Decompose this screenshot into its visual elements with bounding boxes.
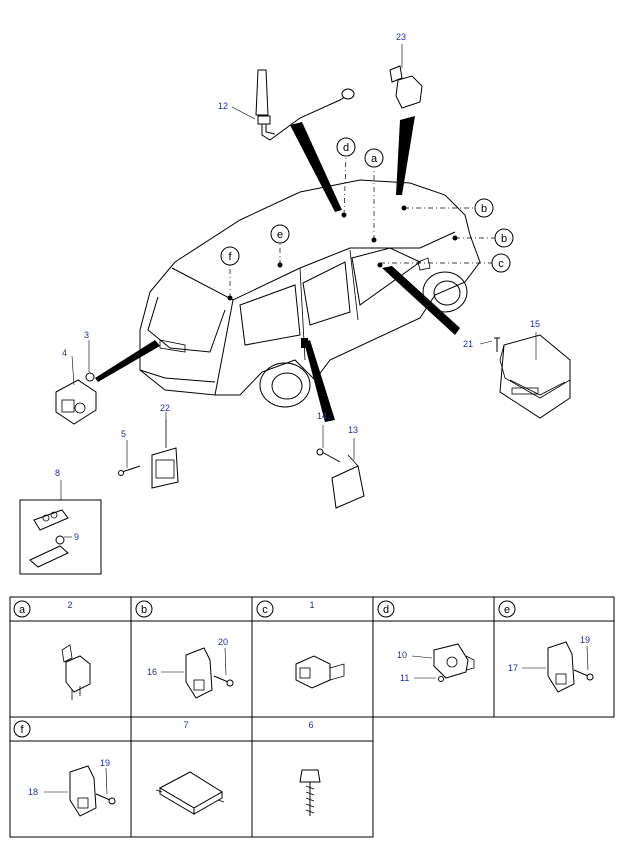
key-fob-box: 8 9 [19, 468, 102, 575]
svg-text:b: b [141, 604, 147, 616]
svg-text:f: f [20, 724, 24, 736]
callout-c: c [491, 253, 511, 273]
label-5: 5 [121, 429, 126, 439]
svg-text:19: 19 [100, 758, 110, 768]
cell-a-header: a 2 [13, 600, 73, 618]
cell-6-header: 6 [308, 720, 313, 730]
airbag-module-15: 15 21 [463, 319, 571, 419]
svg-text:c: c [498, 258, 504, 270]
sensor-part-4: 4 3 [55, 330, 97, 425]
cell-d-header: d [377, 600, 395, 618]
label-13: 13 [348, 425, 358, 435]
svg-text:20: 20 [218, 637, 228, 647]
cell-7-header: 7 [183, 720, 188, 730]
svg-text:10: 10 [397, 650, 407, 660]
callout-b-lower: b [494, 228, 514, 248]
svg-text:17: 17 [508, 663, 518, 673]
svg-text:18: 18 [28, 787, 38, 797]
antenna-part: 12 [218, 69, 355, 141]
cell-b-sensor-drawing: 20 16 [147, 637, 234, 699]
svg-text:b: b [481, 203, 487, 215]
label-23: 23 [396, 32, 406, 42]
label-22: 22 [160, 403, 170, 413]
svg-text:2: 2 [67, 600, 72, 610]
cell-c-connector-drawing [295, 655, 345, 689]
svg-text:f: f [228, 251, 232, 263]
cell-e-sensor-drawing: 19 17 [508, 635, 594, 693]
svg-text:e: e [504, 604, 510, 616]
callout-a: a [364, 148, 384, 168]
svg-text:c: c [262, 604, 268, 616]
label-15: 15 [530, 319, 540, 329]
label-14: 14 [317, 411, 327, 421]
cell-6-bolt-drawing [299, 769, 321, 816]
svg-text:d: d [343, 142, 349, 154]
relay-part-23: 23 [389, 32, 423, 109]
svg-text:11: 11 [400, 673, 409, 683]
svg-text:7: 7 [183, 720, 188, 730]
module-part-13: 13 14 [316, 411, 365, 509]
callout-b-upper: b [474, 198, 494, 218]
module-part-22: 22 5 [118, 403, 179, 489]
vehicle-outline [95, 116, 496, 422]
cell-f-sensor-drawing: 19 18 [28, 758, 116, 817]
cell-c-header: c 1 [256, 600, 315, 618]
svg-text:a: a [371, 153, 378, 165]
cell-b-header: b [135, 600, 153, 618]
label-3: 3 [84, 330, 89, 340]
label-8: 8 [55, 468, 60, 478]
label-9: 9 [74, 532, 79, 542]
svg-text:16: 16 [147, 667, 157, 677]
svg-text:1: 1 [309, 600, 314, 610]
cell-f-header: f [13, 720, 31, 738]
svg-text:e: e [277, 229, 283, 241]
svg-text:a: a [19, 604, 26, 616]
cell-7-module-drawing [155, 771, 225, 815]
svg-text:6: 6 [308, 720, 313, 730]
cell-e-header: e [498, 600, 516, 618]
svg-text:b: b [501, 233, 507, 245]
cell-d-sensor-drawing: 10 11 [397, 643, 475, 683]
callout-d: d [336, 137, 356, 157]
svg-text:d: d [383, 604, 389, 616]
callout-f: f [220, 246, 240, 266]
callout-e: e [270, 224, 290, 244]
label-21: 21 [463, 339, 473, 349]
detail-table [9, 596, 615, 838]
label-12: 12 [218, 101, 228, 111]
svg-text:19: 19 [580, 635, 590, 645]
label-4: 4 [62, 348, 67, 358]
cell-a-relay-drawing [61, 644, 91, 700]
